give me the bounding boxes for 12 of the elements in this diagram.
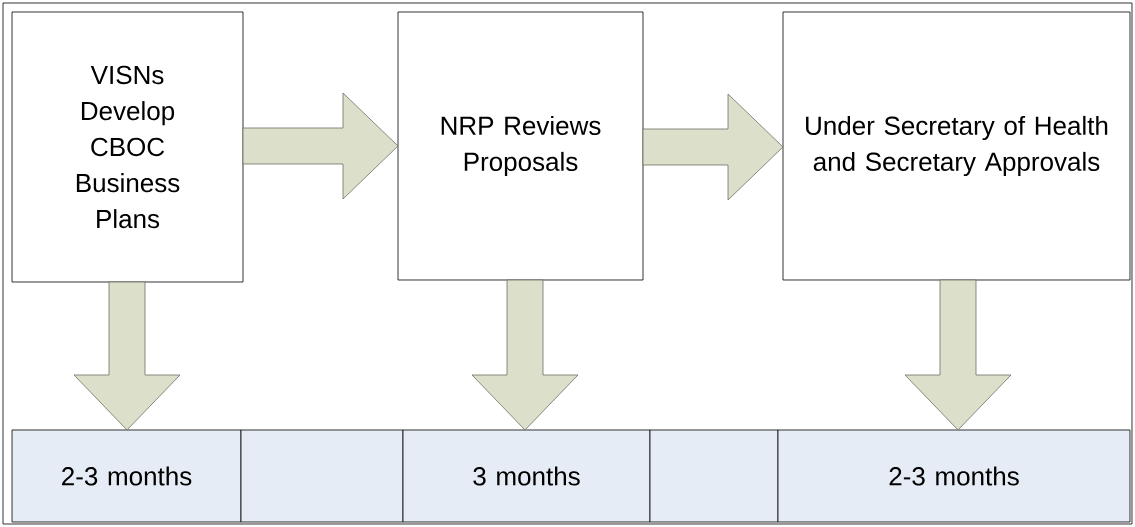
duration-cell: 2-3 months [11,429,242,523]
block-arrow [242,92,399,200]
block-arrow [642,93,784,201]
process-box: Under Secretary of Health and Secretary Approvals [782,11,1131,281]
block-arrow [904,279,1012,431]
table-cell [649,429,779,523]
process-box: VISNs Develop CBOC Business Plans [11,11,244,283]
block-arrow [471,279,579,431]
duration-cell: 3 months [402,429,651,523]
table-cell [240,429,404,523]
block-arrow [73,281,181,431]
process-box: NRP Reviews Proposals [397,11,644,281]
